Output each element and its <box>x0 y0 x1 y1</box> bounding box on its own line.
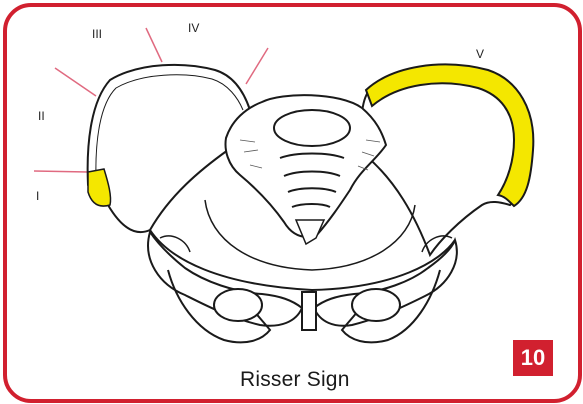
grade-label-i: I <box>36 189 39 203</box>
pubic-symphysis <box>302 292 316 330</box>
sacral-body <box>274 110 350 146</box>
left-obturator-foramen <box>214 289 262 321</box>
caption: Risser Sign <box>240 368 350 392</box>
grade-label-iii: III <box>92 27 102 41</box>
figure-number-badge: 10 <box>513 340 553 376</box>
grade-label-v: V <box>476 47 484 61</box>
pointer-line-ii <box>55 68 96 96</box>
grade-label-iv: IV <box>188 21 199 35</box>
pointer-line-i <box>34 171 88 172</box>
pointer-line-iv <box>246 48 268 84</box>
right-obturator-foramen <box>352 289 400 321</box>
grade-label-ii: II <box>38 109 45 123</box>
pointer-line-iii-iv <box>146 28 162 62</box>
